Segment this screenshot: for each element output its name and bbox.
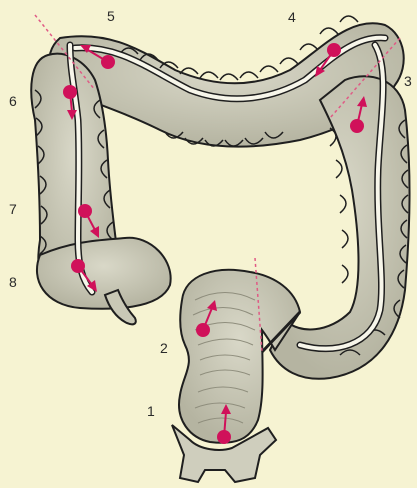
label-5: 5 (107, 8, 115, 24)
label-1: 1 (147, 403, 155, 419)
label-7: 7 (9, 201, 17, 217)
label-8: 8 (9, 274, 17, 290)
label-6: 6 (9, 93, 17, 109)
label-3: 3 (404, 73, 412, 89)
label-2: 2 (160, 340, 168, 356)
label-4: 4 (288, 9, 296, 25)
cecum (37, 238, 171, 309)
